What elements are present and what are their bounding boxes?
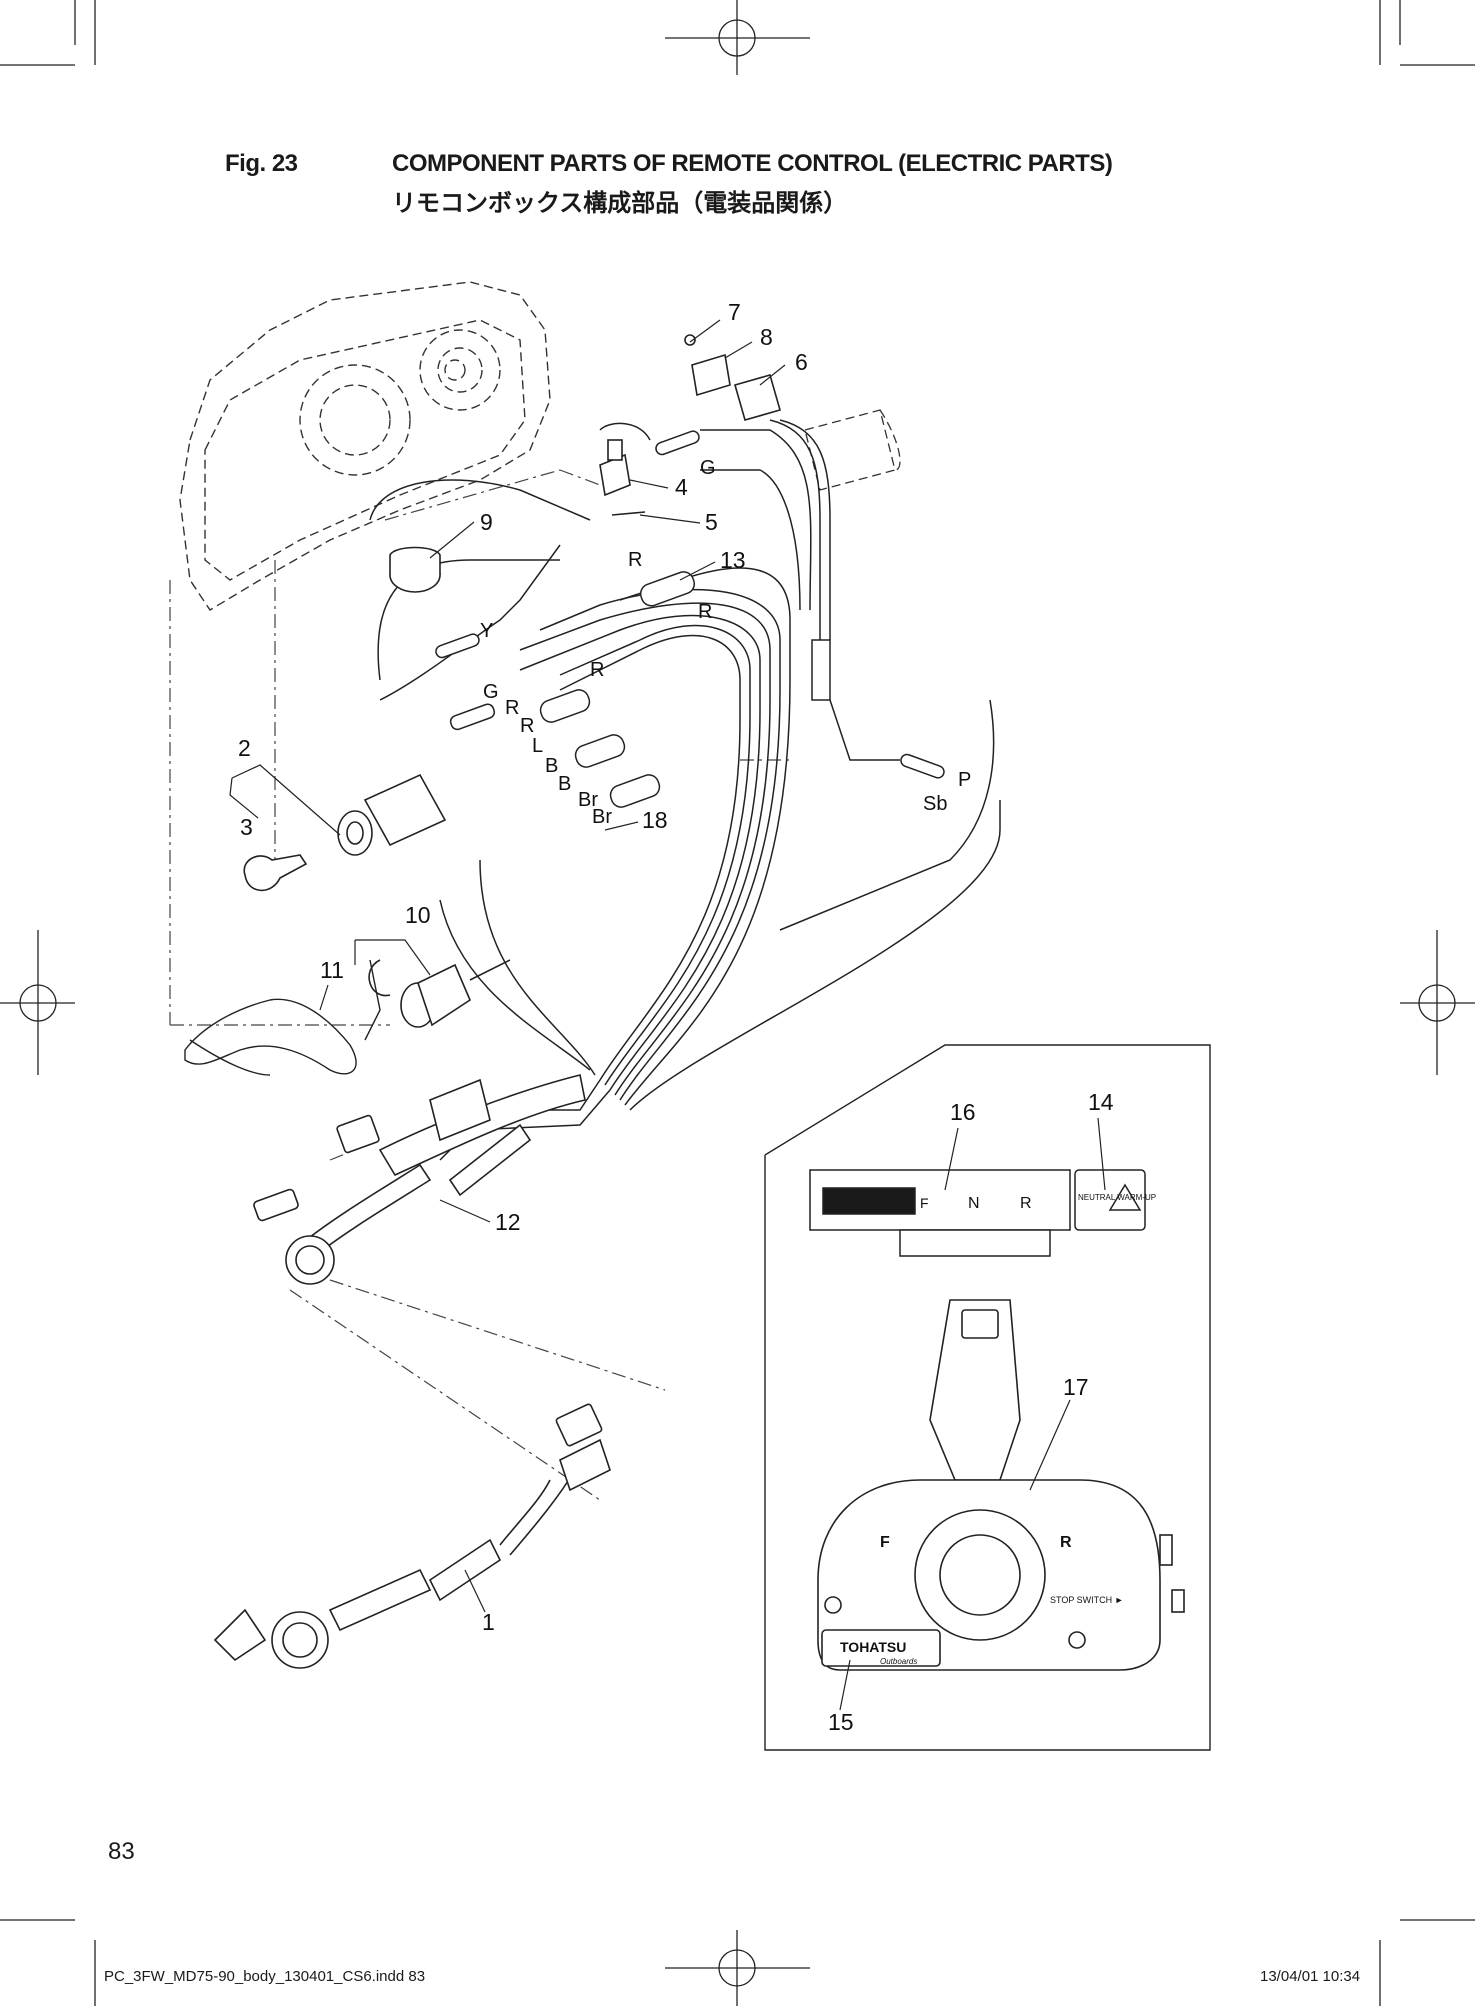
wire-tag-y: Y [480, 620, 493, 642]
footer-date: 13/04/01 10:34 [1260, 1968, 1361, 1985]
figure-title-english: COMPONENT PARTS OF REMOTE CONTROL (ELECT… [392, 150, 1113, 177]
callout-leaders [229, 319, 1106, 1711]
inset-labels: F N R NEUTRAL WARM-UP F R STOP SWITCH ► … [840, 1193, 1156, 1666]
figure-title-japanese: リモコンボックス構成部品（電装品関係） [392, 189, 848, 217]
trim-switch-handle [804, 409, 901, 491]
footer-filename: PC_3FW_MD75-90_body_130401_CS6.indd 83 [104, 1968, 426, 1985]
callout-6: 6 [795, 349, 808, 375]
figure-number: Fig. 23 [225, 150, 298, 177]
wire-tag-r: R [698, 601, 712, 623]
assembly-leader-lines [169, 469, 790, 1501]
shift-r: R [1020, 1195, 1032, 1212]
bracket-plate [684, 334, 781, 421]
callout-2: 2 [238, 735, 251, 761]
callout-16: 16 [950, 1099, 976, 1125]
callout-13: 13 [720, 547, 746, 573]
remote-control-housing [179, 281, 551, 611]
wire-tag-r: R [505, 697, 519, 719]
part-callouts: 1 2 3 4 5 6 7 8 9 10 11 12 13 14 15 16 1… [238, 299, 1114, 1735]
registration-mark-top [665, 0, 810, 75]
stop-switch-label: STOP SWITCH ► [1050, 1595, 1124, 1605]
wiring-harness [369, 422, 1001, 1161]
lever-r: R [1060, 1534, 1072, 1551]
lanyard-cord [184, 959, 381, 1076]
wire-tag-p: P [958, 769, 971, 791]
ignition-switch [243, 773, 447, 892]
buzzer [389, 546, 441, 593]
callout-9: 9 [480, 509, 493, 535]
registration-mark-right [1400, 930, 1475, 1075]
callout-12: 12 [495, 1209, 521, 1235]
inset-frame [764, 1044, 1211, 1751]
callout-4: 4 [675, 474, 688, 500]
callout-11: 11 [320, 957, 344, 983]
wire-tag-br: Br [578, 789, 598, 811]
callout-8: 8 [760, 324, 773, 350]
shift-n: N [968, 1195, 980, 1212]
callout-7: 7 [728, 299, 741, 325]
warm-up-switch-label: NEUTRAL WARM-UP [1078, 1193, 1156, 1202]
wire-tag-r: R [628, 549, 642, 571]
callout-18: 18 [642, 807, 668, 833]
wire-tag-sb: Sb [923, 793, 947, 815]
wire-tag-b: B [558, 773, 571, 795]
wire-tag-r: R [590, 659, 604, 681]
control-lever [817, 1299, 1185, 1671]
neutral-switch [599, 439, 646, 516]
wire-tag-g: G [483, 681, 499, 703]
lever-f: F [880, 1534, 890, 1551]
callout-17: 17 [1063, 1374, 1089, 1400]
callout-3: 3 [240, 814, 253, 840]
callout-15: 15 [828, 1709, 854, 1735]
callout-14: 14 [1088, 1089, 1114, 1115]
wire-color-tags: G R R Y R G R R L B B Br Br P Sb [480, 457, 971, 828]
main-harness-sleeve [253, 1074, 586, 1285]
registration-mark-left [0, 930, 75, 1075]
registration-mark-bottom [665, 1930, 810, 2006]
shift-f: F [920, 1195, 929, 1211]
wire-tag-br: Br [592, 806, 612, 828]
callout-1: 1 [482, 1609, 495, 1635]
page-number: 83 [108, 1838, 135, 1865]
callout-5: 5 [705, 509, 718, 535]
trim-harness [769, 419, 900, 761]
stop-switch [368, 959, 511, 1028]
extension-harness [213, 1403, 611, 1669]
callout-10: 10 [405, 902, 431, 928]
brand-logo: TOHATSU [840, 1639, 906, 1655]
wire-tag-g: G [700, 457, 716, 479]
shift-indicator-panel [809, 1169, 1146, 1257]
connector-sleeves [435, 430, 945, 808]
wire-tag-b: B [545, 755, 558, 777]
wire-tag-r: R [520, 715, 534, 737]
brand-subtitle: Outboards [880, 1657, 917, 1666]
wire-tag-l: L [532, 735, 543, 757]
